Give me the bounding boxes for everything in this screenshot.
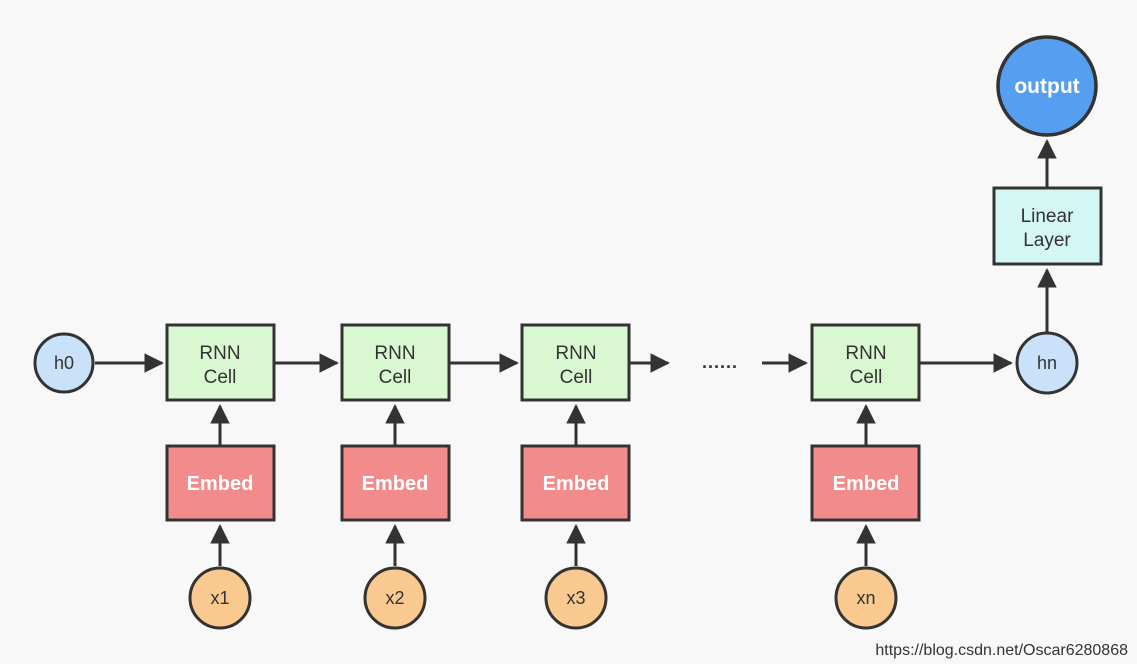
rnn-cell-1-label-line1: RNN — [199, 343, 240, 364]
x3-node — [544, 566, 608, 630]
h0-node — [33, 332, 95, 394]
output-label: output — [1014, 75, 1079, 98]
embed-2-label: Embed — [362, 473, 429, 495]
embed-3-box — [520, 444, 631, 522]
embed-4-label: Embed — [833, 473, 900, 495]
embed-2-box — [340, 444, 451, 522]
embed-1-label: Embed — [187, 473, 254, 495]
rnn-cell-1-box — [165, 323, 276, 402]
rnn-cell-2-label-line2: Cell — [379, 367, 412, 388]
x1-node — [188, 566, 252, 630]
x2-node — [363, 566, 427, 630]
output-node — [996, 35, 1098, 137]
x2-label: x2 — [385, 588, 404, 608]
rnn-cell-2-box — [340, 323, 451, 402]
x1-label: x1 — [210, 588, 229, 608]
hn-node — [1015, 331, 1079, 395]
h0-label: h0 — [54, 353, 74, 373]
xn-label: xn — [856, 588, 875, 608]
linear-layer-box — [992, 186, 1103, 266]
rnn-cell-1-label-line2: Cell — [204, 367, 237, 388]
rnn-cell-4-label-line1: RNN — [845, 343, 886, 364]
watermark-text: https://blog.csdn.net/Oscar6280868 — [875, 642, 1128, 659]
rnn-cell-4-label-line2: Cell — [850, 367, 883, 388]
ellipsis-label: ...... — [702, 352, 738, 372]
hn-label: hn — [1037, 353, 1057, 373]
rnn-cell-2-label-line1: RNN — [374, 343, 415, 364]
linear-layer-label-line1: Linear — [1021, 206, 1074, 227]
rnn-cell-3-box — [520, 323, 631, 402]
embed-1-box — [165, 444, 276, 522]
rnn-cell-3-label-line2: Cell — [560, 367, 593, 388]
xn-node — [834, 566, 898, 630]
x3-label: x3 — [566, 588, 585, 608]
linear-layer-label-line2: Layer — [1023, 230, 1071, 251]
rnn-cell-4-box — [810, 323, 921, 402]
embed-3-label: Embed — [543, 473, 610, 495]
rnn-cell-3-label-line1: RNN — [555, 343, 596, 364]
embed-4-box — [810, 444, 921, 522]
